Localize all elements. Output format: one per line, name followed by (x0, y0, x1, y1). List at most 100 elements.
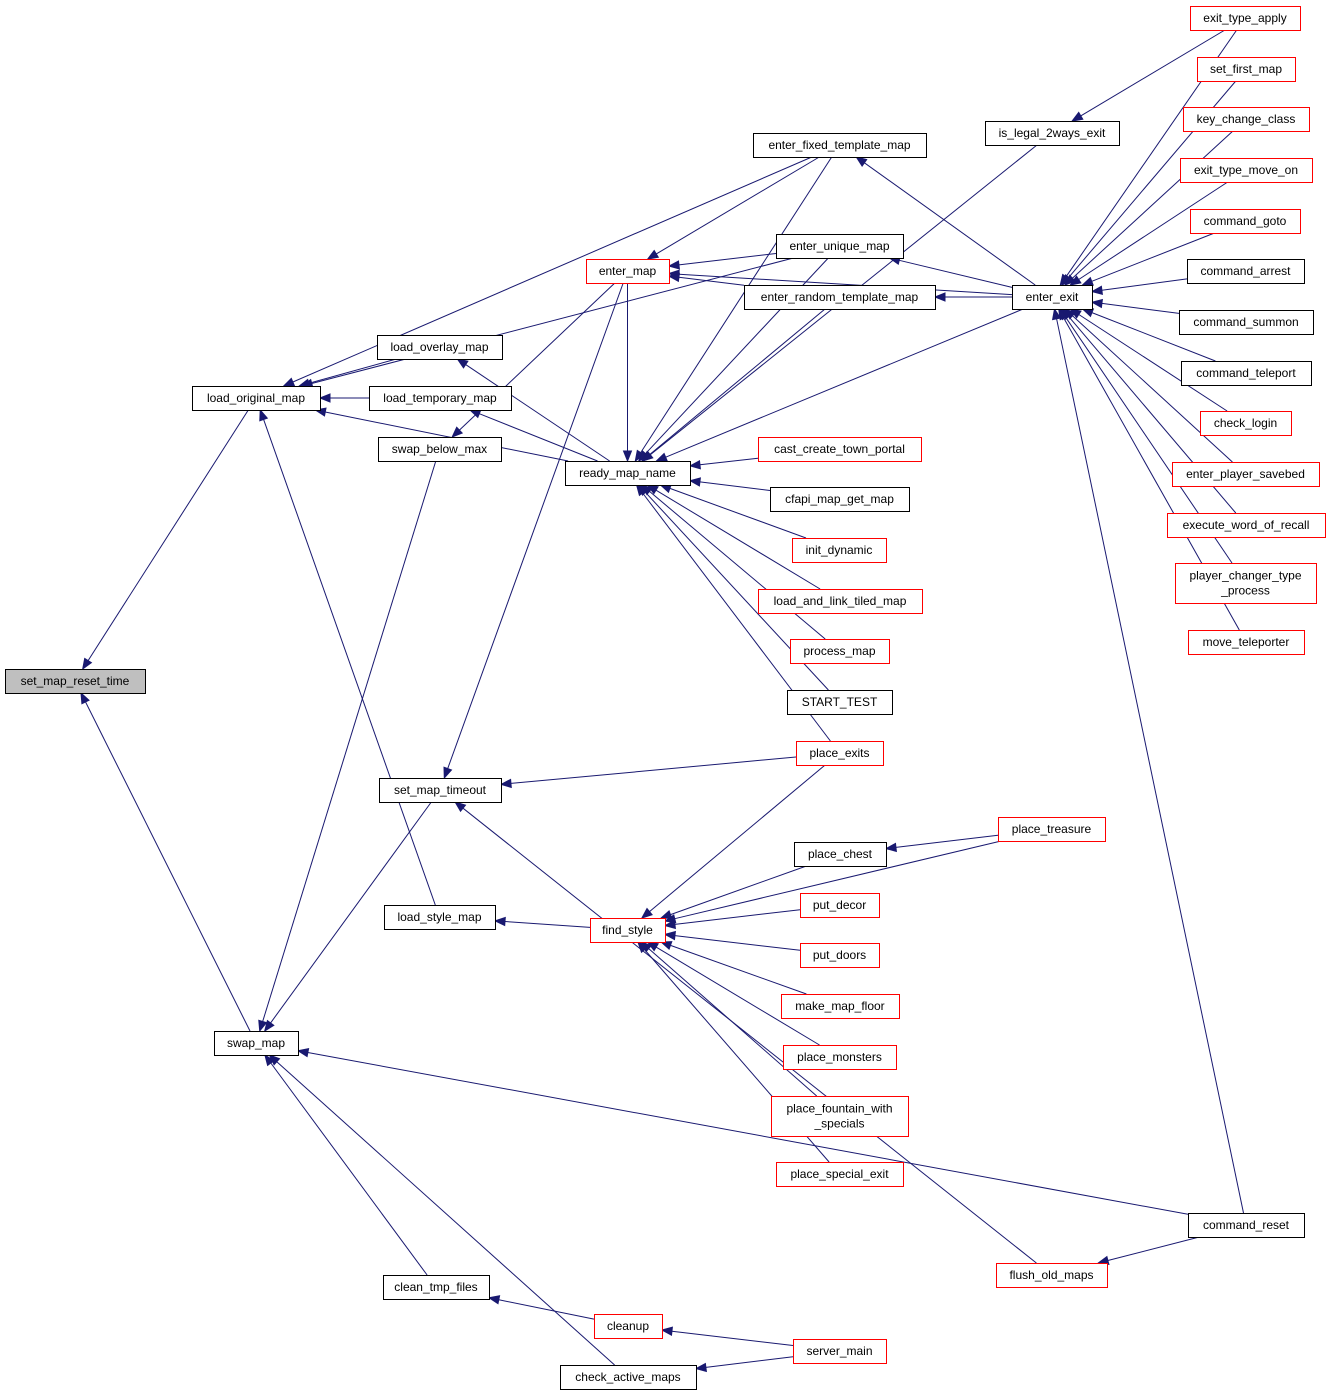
node-place_chest[interactable]: place_chest (794, 842, 887, 867)
node-cleanup[interactable]: cleanup (594, 1314, 663, 1339)
node-check_active_maps[interactable]: check_active_maps (560, 1365, 697, 1390)
node-set_first_map[interactable]: set_first_map (1197, 57, 1296, 82)
node-box[interactable] (790, 639, 890, 664)
node-server_main[interactable]: server_main (793, 1339, 887, 1364)
node-box[interactable] (1197, 57, 1296, 82)
node-box[interactable] (378, 437, 502, 462)
node-key_change_class[interactable]: key_change_class (1183, 107, 1310, 132)
node-box[interactable] (1179, 310, 1314, 335)
node-box[interactable] (1200, 411, 1292, 436)
node-box[interactable] (776, 1162, 904, 1187)
node-box[interactable] (594, 1314, 663, 1339)
node-box[interactable] (996, 1263, 1108, 1288)
node-box[interactable] (590, 918, 666, 943)
node-box[interactable] (787, 690, 893, 715)
node-place_monsters[interactable]: place_monsters (783, 1045, 897, 1070)
node-put_decor[interactable]: put_decor (800, 893, 880, 918)
node-process_map[interactable]: process_map (790, 639, 890, 664)
node-load_temporary_map[interactable]: load_temporary_map (369, 386, 512, 411)
node-box[interactable] (758, 589, 923, 614)
node-check_login[interactable]: check_login (1200, 411, 1292, 436)
node-box[interactable] (998, 817, 1106, 842)
node-enter_random_template_map[interactable]: enter_random_template_map (744, 285, 936, 310)
node-box[interactable] (794, 842, 887, 867)
node-box[interactable] (1175, 563, 1317, 604)
node-box[interactable] (793, 1339, 887, 1364)
node-box[interactable] (1183, 107, 1310, 132)
node-box[interactable] (781, 994, 900, 1019)
node-box[interactable] (796, 741, 884, 766)
node-box[interactable] (369, 386, 512, 411)
node-flush_old_maps[interactable]: flush_old_maps (996, 1263, 1108, 1288)
node-command_summon[interactable]: command_summon (1179, 310, 1314, 335)
node-load_style_map[interactable]: load_style_map (384, 905, 496, 930)
node-move_teleporter[interactable]: move_teleporter (1188, 630, 1305, 655)
node-box[interactable] (776, 234, 904, 259)
node-box[interactable] (586, 259, 670, 284)
node-enter_player_savebed[interactable]: enter_player_savebed (1172, 462, 1320, 487)
node-START_TEST[interactable]: START_TEST (787, 690, 893, 715)
node-command_arrest[interactable]: command_arrest (1187, 259, 1305, 284)
node-box[interactable] (1180, 158, 1313, 183)
node-box[interactable] (985, 121, 1120, 146)
node-enter_exit[interactable]: enter_exit (1012, 285, 1093, 310)
node-set_map_timeout[interactable]: set_map_timeout (379, 778, 502, 803)
node-init_dynamic[interactable]: init_dynamic (792, 538, 887, 563)
node-box[interactable] (1181, 361, 1312, 386)
node-load_overlay_map[interactable]: load_overlay_map (377, 335, 503, 360)
node-box[interactable] (770, 487, 910, 512)
node-find_style[interactable]: find_style (590, 918, 666, 943)
node-place_fountain_with_specials[interactable]: place_fountain_with_specials (771, 1096, 909, 1137)
node-enter_unique_map[interactable]: enter_unique_map (776, 234, 904, 259)
node-box[interactable] (560, 1365, 697, 1390)
node-command_goto[interactable]: command_goto (1190, 209, 1301, 234)
node-box[interactable] (1188, 1213, 1305, 1238)
node-box[interactable] (800, 893, 880, 918)
node-box[interactable] (379, 778, 502, 803)
node-box[interactable] (1188, 630, 1305, 655)
node-box[interactable] (1190, 6, 1301, 31)
node-ready_map_name[interactable]: ready_map_name (565, 461, 691, 486)
node-box[interactable] (384, 905, 496, 930)
node-swap_map[interactable]: swap_map (214, 1031, 299, 1056)
node-box[interactable] (792, 538, 887, 563)
node-execute_word_of_recall[interactable]: execute_word_of_recall (1167, 513, 1326, 538)
node-enter_map[interactable]: enter_map (586, 259, 670, 284)
node-box[interactable] (565, 461, 691, 486)
node-command_teleport[interactable]: command_teleport (1181, 361, 1312, 386)
node-box[interactable] (192, 386, 321, 411)
node-exit_type_move_on[interactable]: exit_type_move_on (1180, 158, 1313, 183)
node-cast_create_town_portal[interactable]: cast_create_town_portal (758, 437, 922, 462)
node-box[interactable] (1172, 462, 1320, 487)
node-exit_type_apply[interactable]: exit_type_apply (1190, 6, 1301, 31)
node-place_exits[interactable]: place_exits (796, 741, 884, 766)
node-box[interactable] (744, 285, 936, 310)
node-box[interactable] (1012, 285, 1093, 310)
node-box[interactable] (771, 1096, 909, 1137)
node-put_doors[interactable]: put_doors (800, 943, 880, 968)
node-box[interactable] (1187, 259, 1305, 284)
node-place_special_exit[interactable]: place_special_exit (776, 1162, 904, 1187)
node-player_changer_type_process[interactable]: player_changer_type_process (1175, 563, 1317, 604)
node-make_map_floor[interactable]: make_map_floor (781, 994, 900, 1019)
node-box[interactable] (758, 437, 922, 462)
node-load_and_link_tiled_map[interactable]: load_and_link_tiled_map (758, 589, 923, 614)
node-box[interactable] (5, 669, 146, 694)
node-set_map_reset_time[interactable]: set_map_reset_time (5, 669, 146, 694)
node-box[interactable] (214, 1031, 299, 1056)
node-enter_fixed_template_map[interactable]: enter_fixed_template_map (753, 133, 927, 158)
node-command_reset[interactable]: command_reset (1188, 1213, 1305, 1238)
node-is_legal_2ways_exit[interactable]: is_legal_2ways_exit (985, 121, 1120, 146)
node-box[interactable] (383, 1275, 490, 1300)
node-box[interactable] (377, 335, 503, 360)
node-place_treasure[interactable]: place_treasure (998, 817, 1106, 842)
node-cfapi_map_get_map[interactable]: cfapi_map_get_map (770, 487, 910, 512)
node-load_original_map[interactable]: load_original_map (192, 386, 321, 411)
node-box[interactable] (1167, 513, 1326, 538)
node-box[interactable] (800, 943, 880, 968)
node-box[interactable] (783, 1045, 897, 1070)
node-box[interactable] (1190, 209, 1301, 234)
node-swap_below_max[interactable]: swap_below_max (378, 437, 502, 462)
node-box[interactable] (753, 133, 927, 158)
node-clean_tmp_files[interactable]: clean_tmp_files (383, 1275, 490, 1300)
